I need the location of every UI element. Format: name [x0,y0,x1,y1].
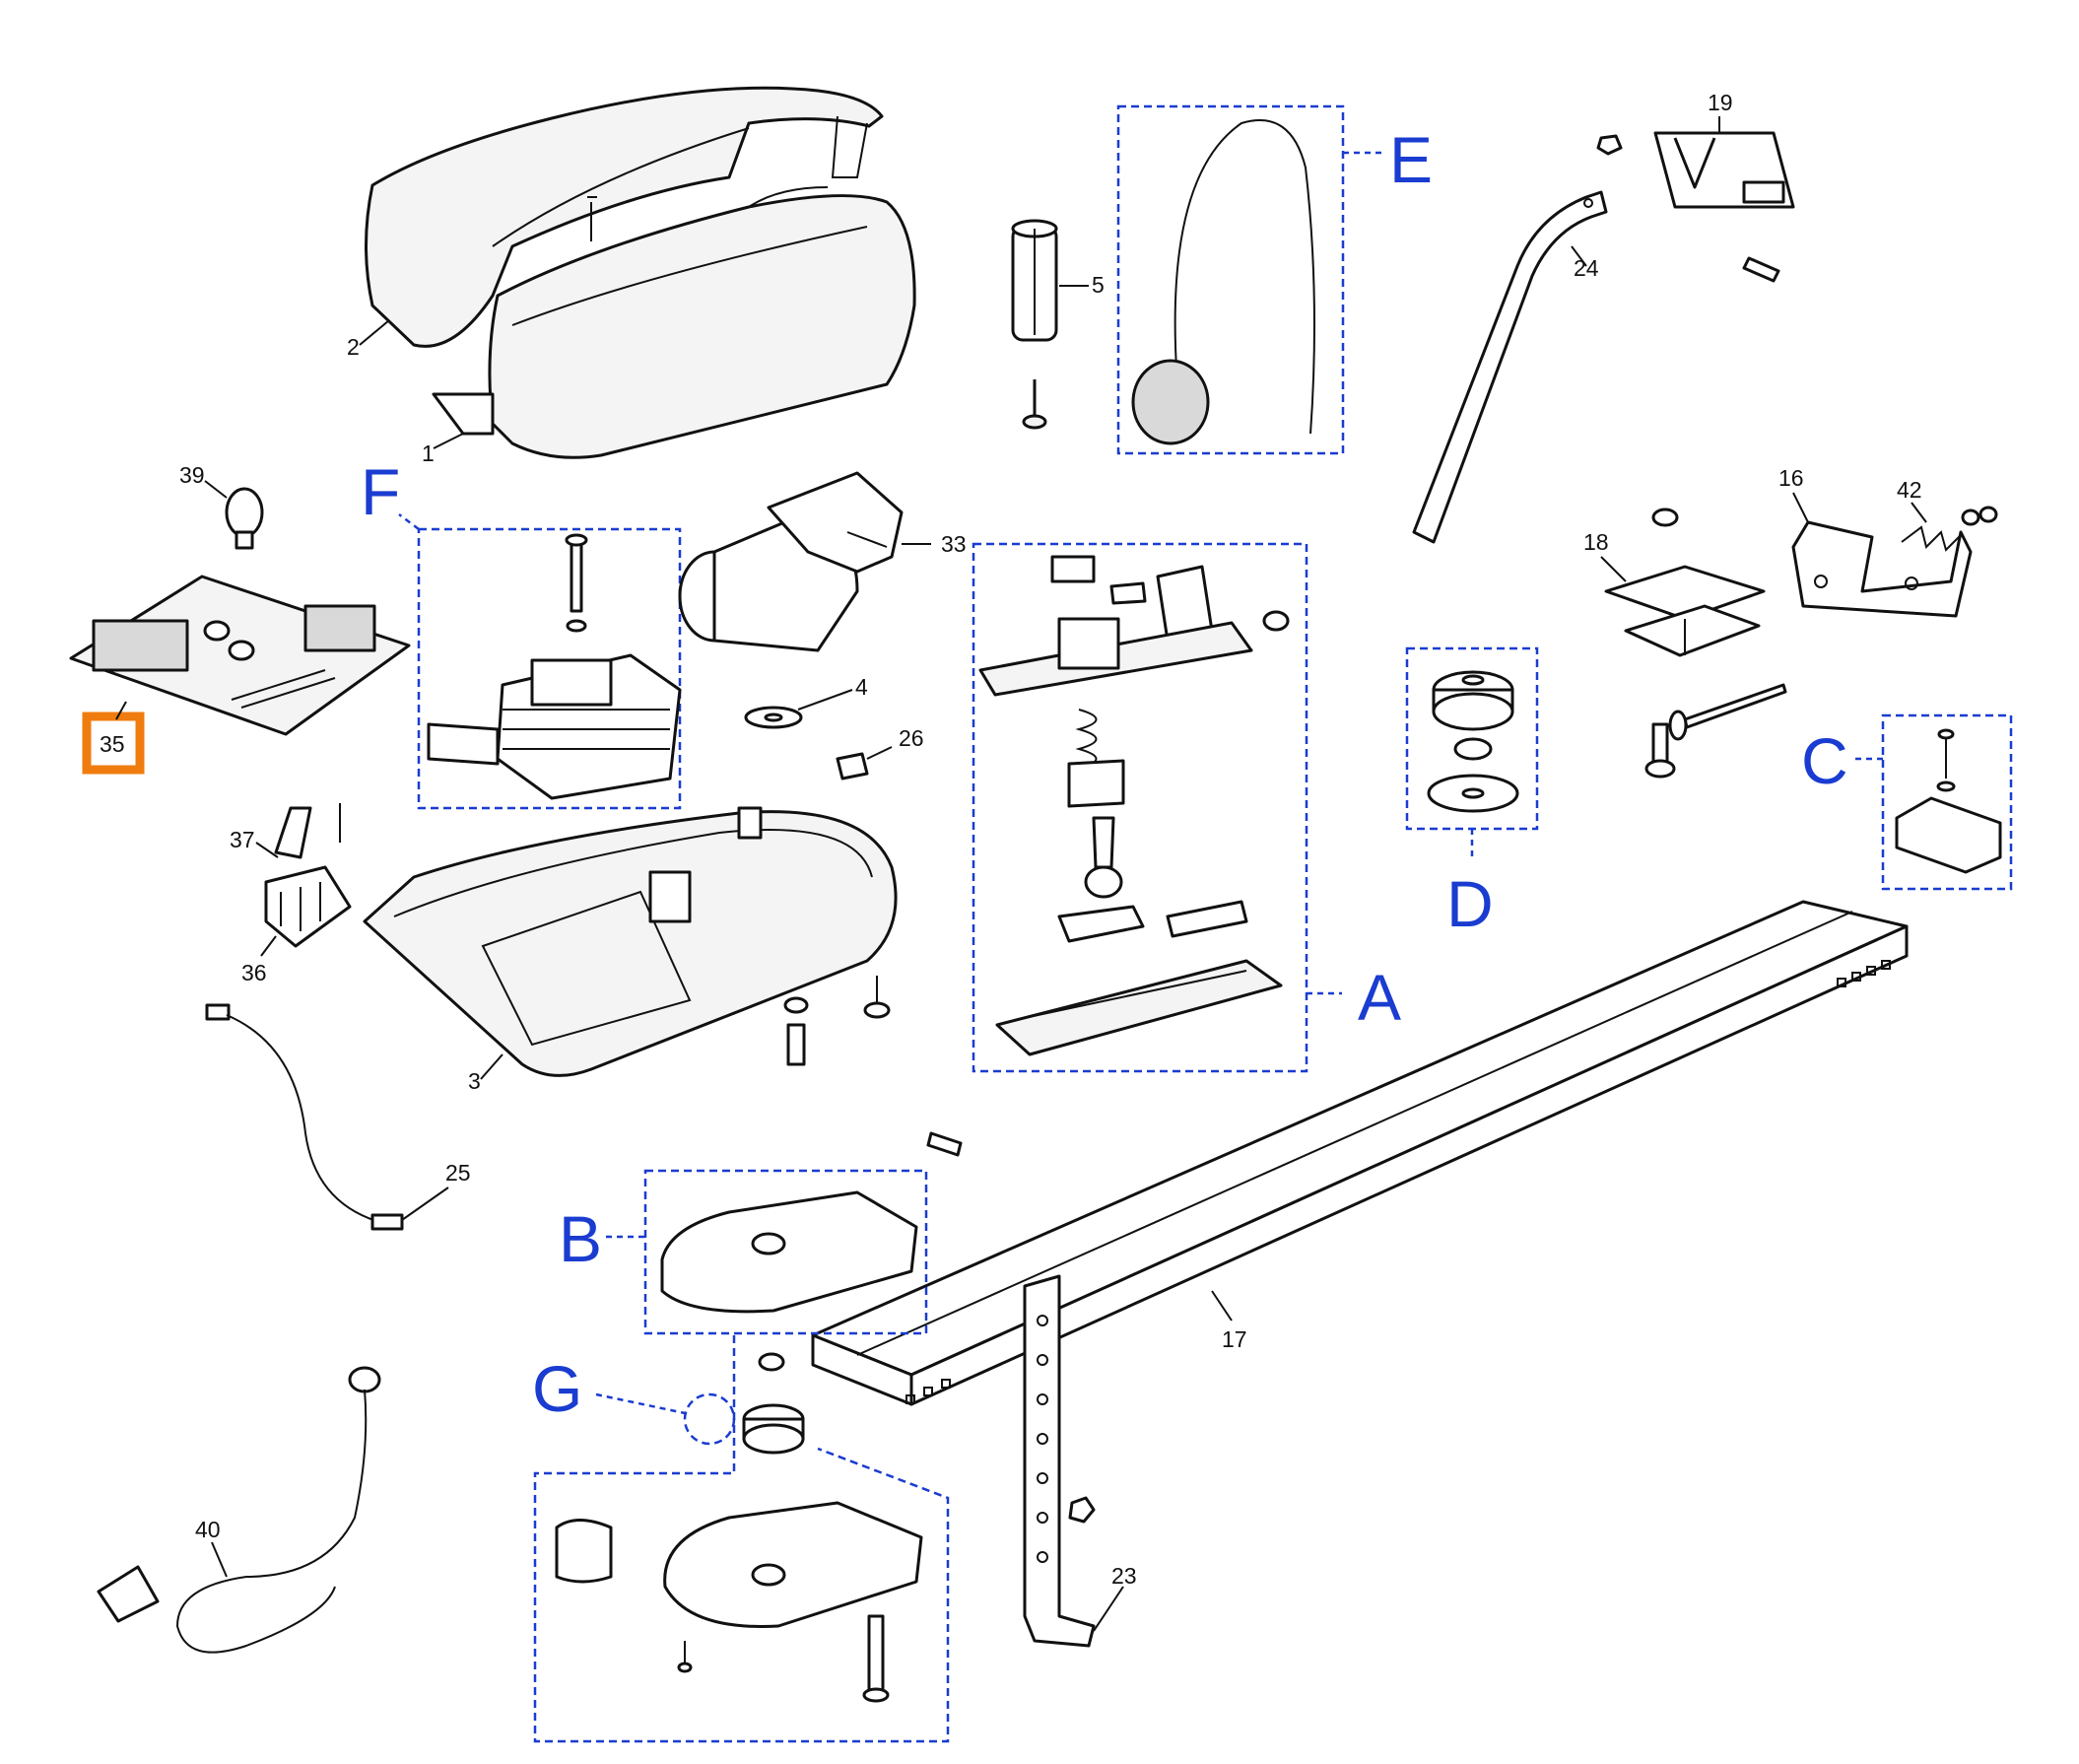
part-cover-b[interactable] [660,1190,918,1314]
part-screw-base-2[interactable] [783,996,809,1066]
part-screw-g2[interactable] [862,1614,890,1703]
group-box-c [1881,713,2013,891]
group-box-a [972,542,1308,1073]
label-part-35: 35 [100,731,125,757]
part-control-board[interactable] [69,575,411,736]
label-part-16: 16 [1778,465,1804,491]
label-part-18: 18 [1583,529,1609,555]
label-part-4: 4 [855,674,868,700]
label-part-36: 36 [241,960,267,985]
part-screw-base-1[interactable] [863,976,891,1019]
label-part-3: 3 [468,1068,481,1094]
part-screw-5[interactable] [1022,379,1047,430]
label-part-23: 23 [1111,1563,1137,1589]
group-box-f [417,527,682,810]
label-part-42: 42 [1897,477,1922,503]
label-part-5: 5 [1092,272,1105,298]
part-fuse-holder[interactable] [274,803,341,859]
group-box-g-outline [533,1335,950,1743]
part-bulb[interactable] [225,487,264,550]
part-motor[interactable] [678,471,904,652]
part-nut-23[interactable] [1068,1496,1096,1524]
part-spring-42[interactable] [1901,506,1998,552]
group-label-c: C [1801,724,1848,797]
part-gear-set[interactable] [1427,670,1519,813]
part-carriage-bolt[interactable] [1644,722,1676,779]
part-block-26[interactable] [836,752,869,780]
label-part-37: 37 [230,827,255,852]
part-washer-4[interactable] [744,706,803,729]
group-label-e: E [1389,123,1433,196]
part-rail[interactable] [811,900,1909,1406]
label-part-33: 33 [941,531,967,557]
part-bolt-19[interactable] [1742,256,1780,283]
label-part-2: 2 [347,334,360,360]
label-part-17: 17 [1222,1326,1247,1352]
part-cover-top[interactable] [365,86,884,348]
group-label-d: D [1446,867,1494,940]
part-terminal-block[interactable] [264,865,352,948]
label-part-40: 40 [195,1517,221,1542]
part-transformer[interactable] [427,533,682,800]
label-part-19: 19 [1708,90,1733,115]
part-clamp-16[interactable] [1791,520,1973,618]
part-hanger-bracket[interactable] [1023,1274,1096,1648]
part-bolt-loose[interactable] [926,1131,963,1157]
part-cable-25[interactable] [205,1003,404,1231]
part-spindle[interactable] [1011,219,1058,342]
part-long-bolt[interactable] [1668,683,1787,741]
group-label-g: G [532,1352,582,1425]
part-release-cord[interactable] [1131,119,1315,445]
part-wall-bracket[interactable] [1653,131,1795,209]
part-carriage-assembly[interactable] [978,555,1290,1056]
label-part-24: 24 [1574,255,1599,281]
part-screw-g1[interactable] [677,1641,693,1673]
part-nut-18[interactable] [1651,508,1679,527]
part-base-plate[interactable] [363,806,898,1077]
group-label-a: A [1358,961,1401,1034]
label-part-1: 1 [422,441,435,466]
part-pulley-cover[interactable] [555,1501,923,1628]
part-power-cable[interactable] [97,1366,381,1654]
part-c-bracket[interactable] [1895,728,2002,874]
group-label-f: F [361,455,400,528]
group-label-b: B [559,1202,602,1275]
part-sprocket[interactable] [742,1352,805,1455]
part-bracket-18[interactable] [1604,565,1766,657]
part-cover-body[interactable] [432,186,916,459]
part-arm-bracket[interactable] [1412,190,1608,544]
part-nut-19[interactable] [1596,134,1623,156]
group-g-marker [683,1392,736,1446]
label-part-25: 25 [445,1160,471,1186]
group-box-b [643,1169,928,1335]
group-box-e [1116,104,1345,455]
label-part-26: 26 [899,725,924,751]
label-part-39: 39 [179,462,205,488]
highlight-box-35 [82,712,145,775]
